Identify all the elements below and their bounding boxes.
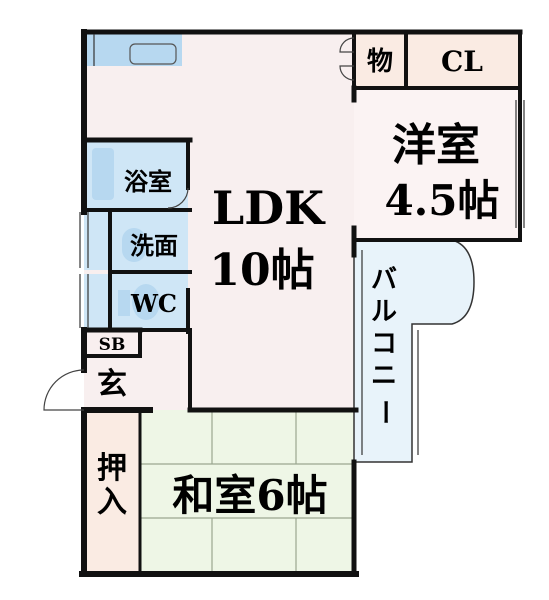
western-label: 洋室	[392, 120, 480, 171]
bathtub	[92, 148, 114, 200]
western-size-label: 4.5帖	[384, 176, 499, 225]
balcony-label-2: ル	[371, 297, 397, 327]
japanese-label: 和室6帖	[172, 471, 327, 520]
walls	[79, 29, 523, 577]
ldk-label: LDK	[212, 181, 326, 235]
balcony-label-1: バ	[371, 265, 397, 295]
kitchen-counter	[86, 34, 182, 66]
balcony-label-3: コ	[371, 329, 397, 359]
window-lines	[79, 34, 525, 455]
toilet-bowl	[132, 284, 160, 320]
entrance-area	[84, 354, 140, 410]
storage-label: 物	[367, 47, 393, 77]
doors	[43, 37, 355, 411]
closet-label: CL	[441, 45, 483, 78]
balcony-label-5: ー	[369, 399, 399, 425]
toilet-label: WC	[130, 289, 177, 318]
futon-closet-label-2: 入	[97, 485, 127, 520]
ldk-size-label: 10帖	[209, 245, 314, 296]
closet-room	[406, 32, 520, 88]
balcony	[353, 239, 475, 463]
toilet-tank	[118, 290, 130, 316]
western-room	[354, 88, 520, 240]
balcony-label-4: ニ	[371, 361, 397, 391]
wash-basin	[122, 228, 146, 262]
entrance-label: 玄	[97, 367, 127, 402]
bath-label: 浴室	[124, 167, 172, 196]
futon-closet	[84, 410, 140, 572]
washroom-label: 洗面	[130, 231, 178, 260]
shoe-box	[84, 330, 140, 354]
japanese-room	[140, 410, 354, 572]
storage-room	[354, 32, 406, 88]
futon-closet-label-1: 押	[97, 451, 127, 486]
tatami-lines	[140, 410, 354, 572]
shoe-box-label: SB	[99, 335, 126, 355]
